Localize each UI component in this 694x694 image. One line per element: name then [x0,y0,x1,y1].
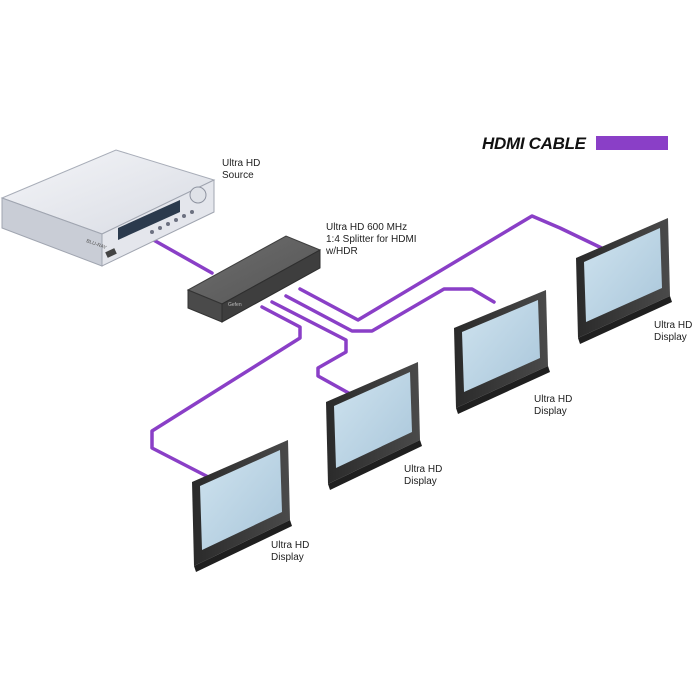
display-2 [326,362,422,490]
source-label: Ultra HD Source [222,158,261,181]
cable-splitter-to-display-1 [150,305,302,484]
display-4 [576,218,672,344]
display-1 [192,440,292,572]
display-1-label: Ultra HD Display [271,540,310,563]
cable-source-to-splitter [148,236,214,275]
display-3-label: Ultra HD Display [534,394,573,417]
display-3 [454,290,550,414]
cable-splitter-to-display-3 [284,287,496,333]
cable-splitter-to-display-2 [270,300,356,398]
source-device: BLU-RAY [0,149,216,267]
splitter-device: Gefen [186,235,322,323]
display-4-label: Ultra HD Display [654,320,693,343]
legend-cable-swatch [596,136,668,150]
display-2-label: Ultra HD Display [404,464,443,487]
splitter-label: Ultra HD 600 MHz 1:4 Splitter for HDMI w… [326,222,417,257]
legend-title: HDMI CABLE [482,134,586,153]
cable-splitter-to-display-4 [298,214,612,322]
hdmi-cables [148,214,612,484]
splitter-brand: Gefen [228,302,242,308]
